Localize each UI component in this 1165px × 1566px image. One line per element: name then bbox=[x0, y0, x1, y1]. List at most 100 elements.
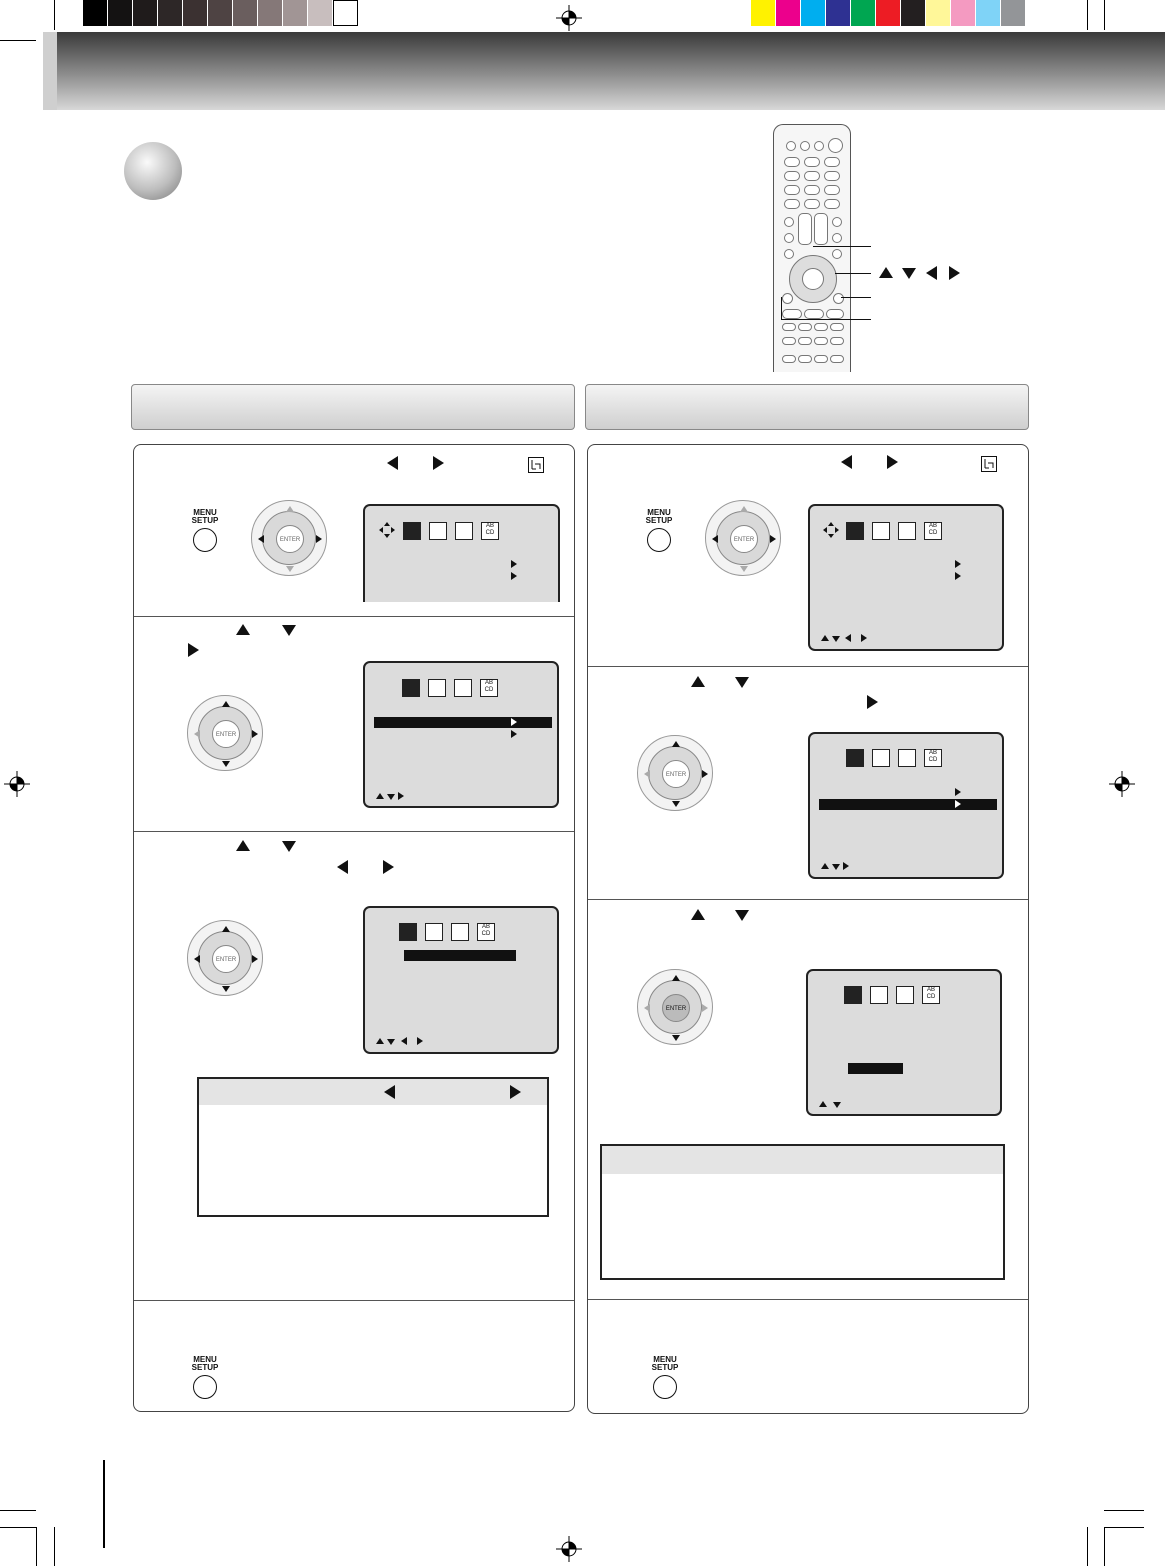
display-tab-icon[interactable] bbox=[872, 749, 890, 767]
down-arrow-icon bbox=[735, 910, 749, 921]
parental-tab-icon[interactable] bbox=[898, 749, 916, 767]
option-info-box bbox=[197, 1077, 549, 1217]
right-section-heading-bar bbox=[585, 384, 1029, 430]
option-info-header bbox=[602, 1146, 1003, 1174]
direction-pad[interactable]: ENTER bbox=[705, 500, 781, 576]
menu-setup-button[interactable]: MENU SETUP bbox=[175, 1356, 235, 1399]
gray-swatch bbox=[333, 0, 358, 26]
crop-mark bbox=[1104, 1527, 1144, 1528]
selected-setting-value[interactable] bbox=[848, 1063, 903, 1074]
direction-pad[interactable]: ENTER bbox=[187, 920, 263, 996]
color-swatch bbox=[751, 0, 776, 26]
language-tab-icon[interactable]: AB CD bbox=[480, 679, 498, 697]
parental-tab-icon[interactable] bbox=[455, 522, 473, 540]
parental-tab-icon[interactable] bbox=[896, 986, 914, 1004]
menu-setup-button[interactable]: MENU SETUP bbox=[635, 1356, 695, 1399]
osd-screen: AB CD bbox=[808, 504, 1004, 651]
language-tab-icon[interactable]: AB CD bbox=[922, 986, 940, 1004]
gray-swatch bbox=[308, 0, 333, 26]
parental-tab-icon[interactable] bbox=[454, 679, 472, 697]
enter-button[interactable]: ENTER bbox=[662, 994, 690, 1022]
gray-swatch bbox=[183, 0, 208, 26]
left-arrow-icon bbox=[926, 266, 937, 280]
left-section-heading-bar bbox=[131, 384, 575, 430]
color-registration-bar bbox=[751, 0, 1026, 26]
color-swatch bbox=[801, 0, 826, 26]
audio-tab-icon[interactable] bbox=[399, 923, 417, 941]
audio-tab-icon[interactable] bbox=[402, 679, 420, 697]
step-divider bbox=[134, 1300, 574, 1301]
crop-mark bbox=[1104, 0, 1105, 30]
up-arrow-icon bbox=[691, 676, 705, 687]
display-tab-icon[interactable] bbox=[425, 923, 443, 941]
audio-tab-icon[interactable] bbox=[846, 522, 864, 540]
crop-mark bbox=[1104, 1510, 1144, 1511]
language-tab-icon[interactable]: AB CD bbox=[924, 749, 942, 767]
enter-button[interactable]: ENTER bbox=[662, 760, 690, 788]
up-arrow-icon bbox=[236, 624, 250, 635]
direction-pad[interactable]: ENTER bbox=[251, 500, 327, 576]
crop-mark bbox=[54, 0, 55, 30]
color-swatch bbox=[1001, 0, 1026, 26]
right-arrow-icon bbox=[510, 1085, 521, 1099]
crop-mark bbox=[0, 1510, 36, 1511]
section-bullet-sphere bbox=[124, 142, 182, 200]
direction-pad[interactable]: ENTER bbox=[637, 735, 713, 811]
menu-setup-button[interactable]: MENU SETUP bbox=[175, 509, 235, 552]
remote-control-illustration bbox=[773, 124, 851, 372]
step-divider bbox=[588, 666, 1028, 667]
page-header-band bbox=[43, 32, 1165, 110]
enter-button[interactable]: ENTER bbox=[276, 525, 304, 553]
menu-setup-button[interactable]: MENU SETUP bbox=[629, 509, 689, 552]
up-arrow-icon bbox=[236, 840, 250, 851]
down-arrow-icon bbox=[902, 268, 916, 279]
up-arrow-icon bbox=[879, 267, 893, 278]
selected-menu-row[interactable] bbox=[819, 799, 997, 810]
step-divider bbox=[134, 831, 574, 832]
gray-swatch bbox=[108, 0, 133, 26]
parental-tab-icon[interactable] bbox=[898, 522, 916, 540]
language-tab-icon[interactable]: AB CD bbox=[481, 522, 499, 540]
gray-swatch bbox=[283, 0, 308, 26]
crop-mark bbox=[0, 1527, 36, 1528]
right-arrow-icon bbox=[433, 456, 444, 470]
display-tab-icon[interactable] bbox=[872, 522, 890, 540]
audio-tab-icon[interactable] bbox=[403, 522, 421, 540]
color-swatch bbox=[901, 0, 926, 26]
crop-mark bbox=[36, 1527, 37, 1566]
osd-screen: AB CD bbox=[808, 732, 1004, 879]
enter-button[interactable]: ENTER bbox=[212, 945, 240, 973]
step-divider bbox=[588, 1299, 1028, 1300]
selected-setting-value[interactable] bbox=[404, 950, 516, 961]
selected-menu-row[interactable] bbox=[374, 717, 552, 728]
language-tab-icon[interactable]: AB CD bbox=[924, 522, 942, 540]
audio-tab-icon[interactable] bbox=[846, 749, 864, 767]
registration-target-icon bbox=[556, 5, 582, 31]
right-arrow-icon bbox=[188, 643, 199, 657]
callout-line bbox=[781, 319, 871, 320]
audio-tab-icon[interactable] bbox=[844, 986, 862, 1004]
step-divider bbox=[588, 899, 1028, 900]
color-swatch bbox=[826, 0, 851, 26]
enter-button[interactable]: ENTER bbox=[730, 525, 758, 553]
grayscale-registration-bar bbox=[83, 0, 358, 26]
enter-button[interactable]: ENTER bbox=[212, 720, 240, 748]
audio-setup-icon bbox=[528, 457, 544, 473]
display-tab-icon[interactable] bbox=[428, 679, 446, 697]
osd-screen: AB CD bbox=[363, 906, 559, 1054]
direction-pad[interactable]: ENTER bbox=[187, 695, 263, 771]
language-tab-icon[interactable]: AB CD bbox=[477, 923, 495, 941]
display-tab-icon[interactable] bbox=[870, 986, 888, 1004]
callout-line bbox=[835, 273, 871, 274]
gray-swatch bbox=[83, 0, 108, 26]
crop-mark bbox=[0, 40, 36, 41]
right-arrow-icon bbox=[383, 860, 394, 874]
display-tab-icon[interactable] bbox=[429, 522, 447, 540]
option-info-box bbox=[600, 1144, 1005, 1280]
parental-tab-icon[interactable] bbox=[451, 923, 469, 941]
registration-target-icon bbox=[1109, 771, 1135, 797]
callout-line bbox=[781, 297, 782, 319]
direction-pad[interactable]: ENTER bbox=[637, 969, 713, 1045]
crop-mark bbox=[54, 1527, 55, 1566]
color-swatch bbox=[951, 0, 976, 26]
